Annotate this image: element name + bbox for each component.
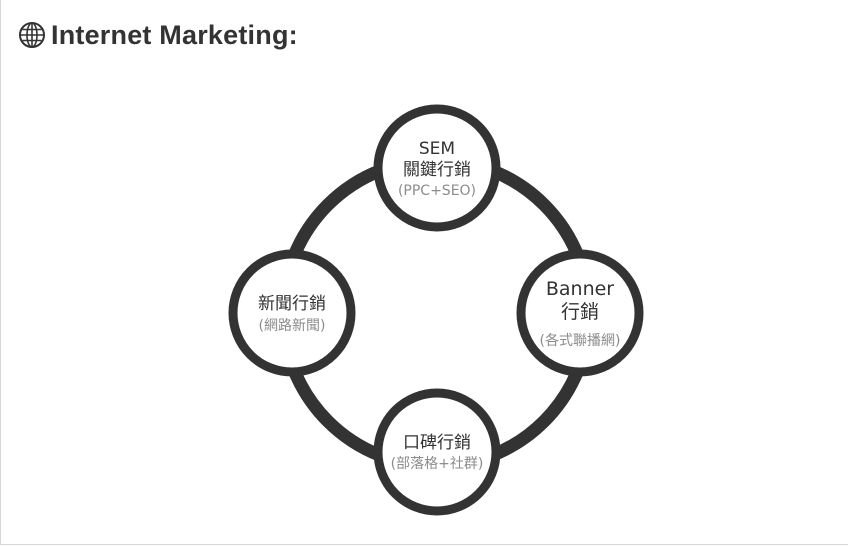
node-wom: 口碑行銷 (部落格+社群) — [373, 388, 501, 516]
node-banner: Banner 行銷 (各式聯播網) — [516, 249, 644, 377]
node-sem-line-1: SEM — [419, 139, 455, 159]
node-banner-line-2: 行銷 — [561, 301, 599, 323]
globe-icon — [19, 22, 45, 48]
node-wom-sub: (部落格+社群) — [391, 456, 484, 472]
node-news-line-1: 新聞行銷 — [258, 294, 326, 314]
node-banner-circle — [516, 249, 644, 377]
node-banner-sub: (各式聯播網) — [540, 333, 621, 349]
node-news: 新聞行銷 (網路新聞) — [228, 249, 356, 377]
node-sem: SEM 關鍵行銷 (PPC+SEO) — [373, 104, 501, 232]
page-title: Internet Marketing: — [51, 19, 298, 50]
node-sem-circle — [373, 104, 501, 232]
node-banner-line-1: Banner — [546, 278, 614, 300]
node-sem-sub: (PPC+SEO) — [398, 183, 476, 199]
node-wom-line-1: 口碑行銷 — [403, 433, 471, 453]
node-sem-line-2: 關鍵行銷 — [403, 160, 471, 180]
page-header: Internet Marketing: — [18, 18, 298, 52]
node-news-sub: (網路新聞) — [259, 318, 326, 334]
node-wom-circle — [373, 388, 501, 516]
node-news-circle — [228, 249, 356, 377]
